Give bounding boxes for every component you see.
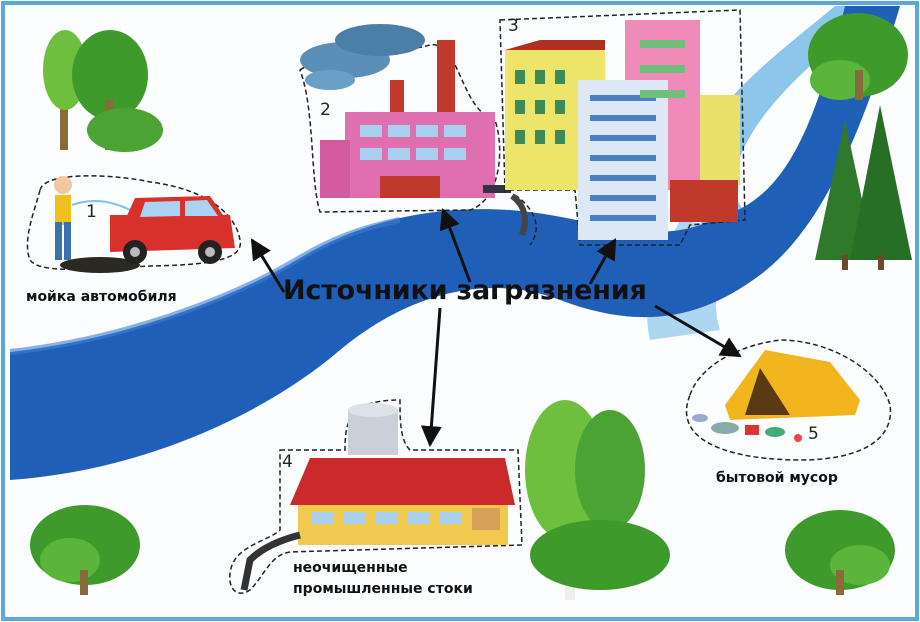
tree-top-right: [808, 13, 908, 100]
fir-trees-right: [815, 105, 912, 270]
car-wash-scene: [26, 175, 241, 273]
arrows: [250, 208, 742, 448]
city-buildings: [499, 9, 746, 246]
arrow-to-tent: [654, 304, 742, 358]
barn: [229, 399, 523, 594]
tent-camp: [685, 339, 892, 461]
number-4: 4: [282, 452, 293, 472]
number-5: 5: [808, 424, 819, 444]
number-2: 2: [320, 100, 331, 120]
tree-bottom-left: [30, 505, 140, 595]
label-industrial-drains: неочищенные промышленные стоки: [293, 560, 473, 597]
number-3: 3: [508, 16, 519, 36]
factory: [299, 24, 537, 246]
label-car-wash: мойка автомобиля: [26, 289, 177, 305]
tree-top-left: [43, 30, 163, 152]
diagram-title: Источники загрязнения: [283, 275, 647, 306]
arrow-to-barn: [420, 307, 442, 448]
tree-bottom-middle: [525, 400, 670, 600]
arrow-to-city: [588, 238, 617, 285]
tree-bottom-right: [785, 510, 895, 595]
arrow-to-car-wash: [250, 238, 286, 293]
number-1: 1: [86, 202, 97, 222]
arrow-to-factory: [439, 208, 472, 283]
label-household-waste: бытовой мусор: [716, 470, 838, 486]
